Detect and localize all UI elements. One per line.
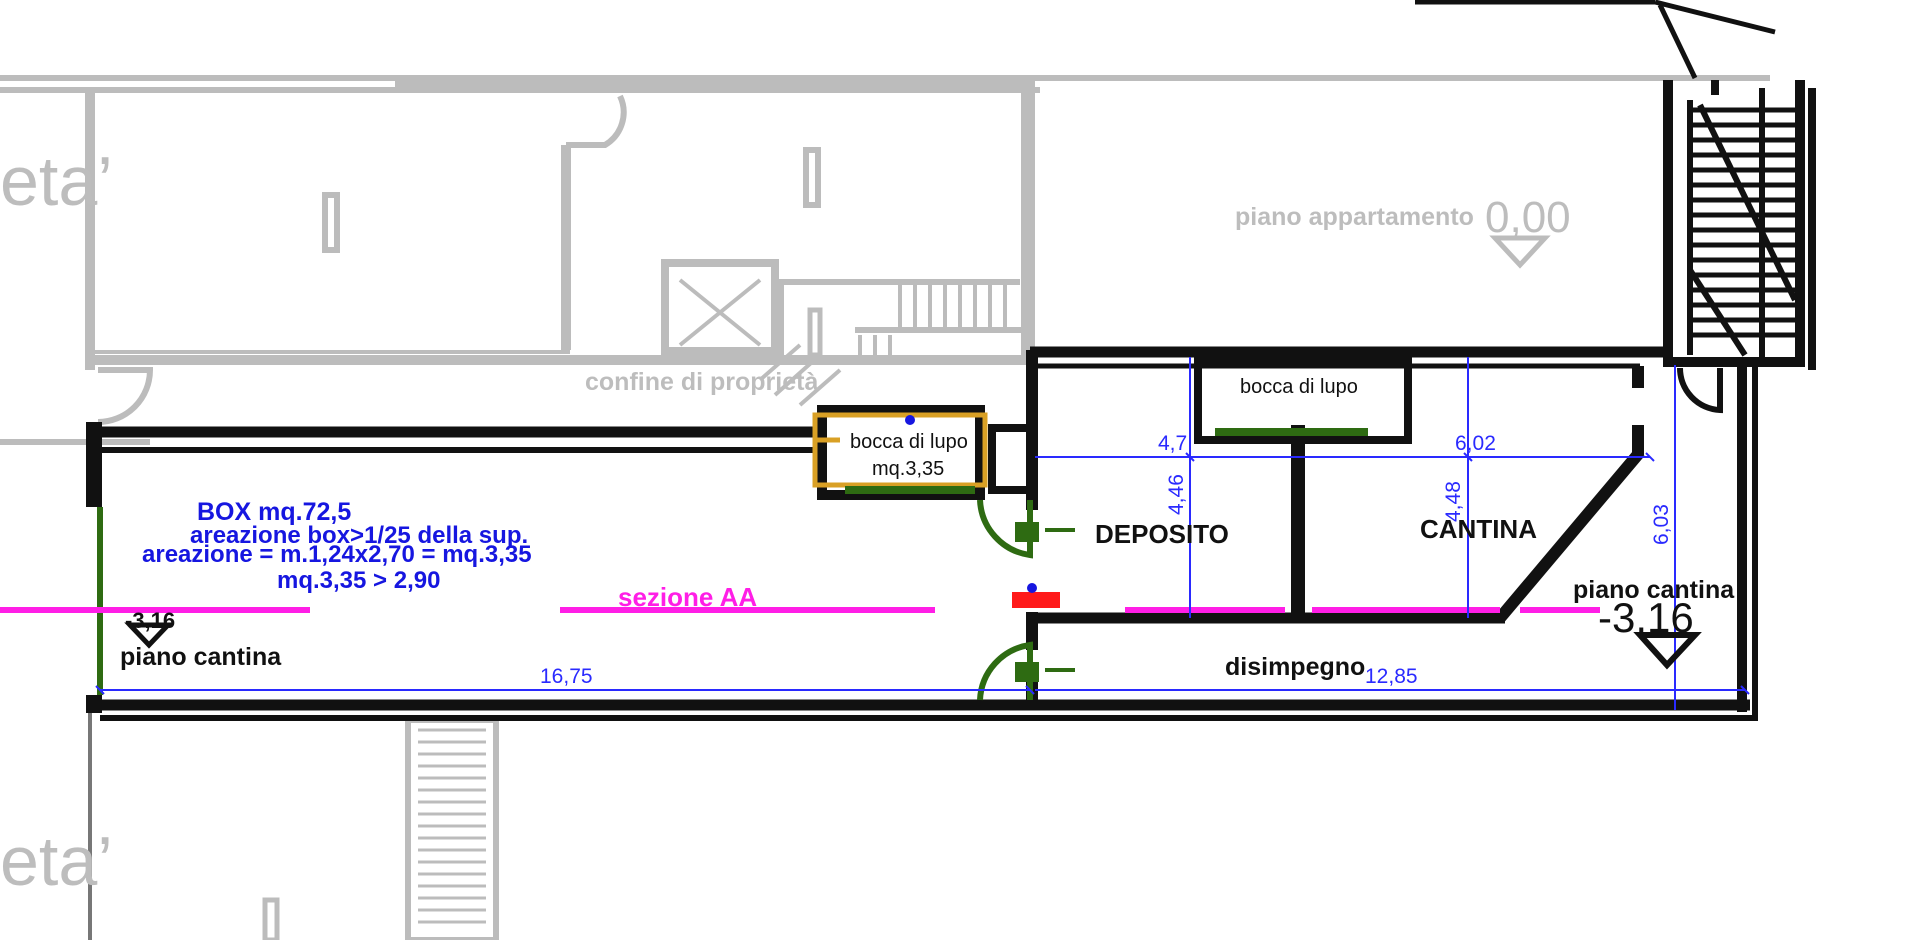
level-marker-grey bbox=[1489, 235, 1551, 269]
confine-label: confine di proprietà bbox=[585, 368, 818, 396]
neighbour-floor-grey bbox=[0, 75, 1770, 940]
dim-4-7: 4,7 bbox=[1158, 432, 1187, 455]
neighbour-label-bottom: eta’ bbox=[0, 822, 113, 900]
sezione-label: sezione AA bbox=[618, 582, 757, 612]
deposito-label: DEPOSITO bbox=[1095, 519, 1229, 549]
stairwell bbox=[1415, 0, 1816, 414]
dimension-lines bbox=[95, 357, 1750, 710]
quota-zero-label: 0,00 bbox=[1485, 193, 1571, 242]
cantina-label: CANTINA bbox=[1420, 514, 1537, 544]
red-marker bbox=[1012, 592, 1060, 608]
dim-6-02: 6,02 bbox=[1455, 432, 1496, 455]
cellar-walls bbox=[86, 346, 1758, 721]
bocca-lupo-1-label: bocca di lupo bbox=[850, 431, 968, 453]
box-note-2: areazione box>1/25 della sup. bbox=[190, 522, 528, 549]
piano-appartamento-label: piano appartamento bbox=[1235, 203, 1474, 231]
piano-cantina-right: piano cantina bbox=[1573, 576, 1735, 604]
disimpegno-label: disimpegno bbox=[1225, 653, 1365, 681]
dim-16-75: 16,75 bbox=[540, 665, 593, 688]
neighbour-label-top: eta’ bbox=[0, 142, 113, 220]
level-marker-right bbox=[1633, 632, 1702, 670]
dim-12-85: 12,85 bbox=[1365, 665, 1418, 688]
bocca-lupo-1-area: mq.3,35 bbox=[872, 458, 944, 480]
box-note-4: mq.3,35 > 2,90 bbox=[277, 567, 440, 594]
dim-4-48: 4,48 bbox=[1442, 481, 1465, 522]
box-note-3: areazione = m.1,24x2,70 = mq.3,35 bbox=[142, 541, 532, 568]
bocca-lupo-2-label: bocca di lupo bbox=[1240, 376, 1358, 398]
dim-6-03: 6,03 bbox=[1650, 504, 1673, 545]
quota-right: -3,16 bbox=[1598, 594, 1694, 641]
quota-left: -3,16 bbox=[125, 608, 175, 633]
piano-cantina-left: piano cantina bbox=[120, 643, 282, 671]
box-note-1: BOX mq.72,5 bbox=[197, 498, 351, 526]
dim-4-46: 4,46 bbox=[1165, 474, 1188, 515]
window-frame bbox=[812, 412, 988, 488]
level-marker-left bbox=[124, 622, 174, 649]
